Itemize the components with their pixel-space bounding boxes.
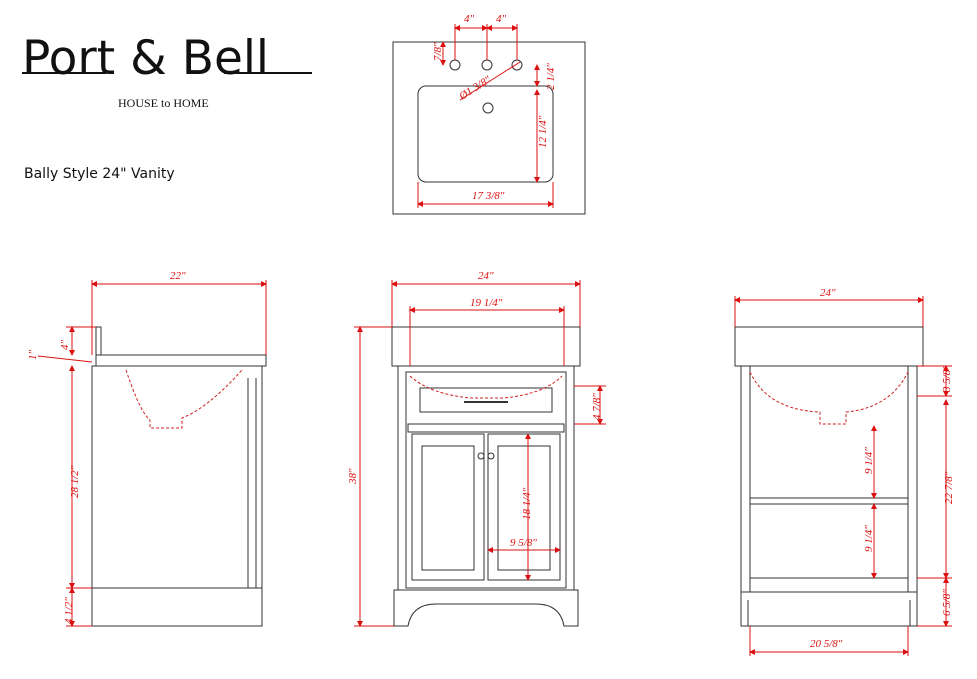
front-drawer (419, 387, 553, 413)
faucet-hole-center (481, 59, 493, 71)
side-toe-kick: 4 1/2" (63, 597, 75, 624)
back-upper-opening: 3 5/8" (941, 365, 953, 393)
back-interior-height: 22 7/8" (943, 471, 955, 504)
front-view-dims (354, 280, 606, 627)
door-knob-right (487, 452, 495, 460)
bowl-offset: 2 1/4" (545, 63, 557, 90)
side-countertop (95, 354, 267, 367)
back-base-height: 6 5/8" (941, 589, 953, 616)
side-view (91, 326, 267, 627)
front-hidden-bowl (409, 375, 563, 399)
back-base (740, 591, 918, 627)
side-top-thickness: 1" (27, 350, 39, 361)
top-view-dims (417, 24, 554, 208)
brand-name: Port & Bell (22, 31, 269, 86)
front-cabinet (397, 365, 575, 591)
door-knob-left (477, 452, 485, 460)
brand-rule-right (224, 72, 312, 74)
product-title: Bally Style 24" Vanity (24, 166, 175, 182)
faucet-hole-right (511, 59, 523, 71)
side-backsplash (95, 326, 102, 356)
back-cabinet (740, 365, 918, 593)
back-view (734, 326, 924, 627)
side-backsplash-height: 4" (59, 340, 71, 351)
front-door-width: 9 5/8" (510, 537, 537, 549)
hole-diameter: Ø1 3/8" (456, 74, 493, 103)
front-countertop (391, 326, 581, 367)
side-hidden-bowl (125, 369, 243, 429)
front-drawer-height: 4 7/8" (591, 393, 603, 420)
front-door-left (411, 433, 485, 581)
back-shelf (749, 497, 909, 505)
bowl-width: 17 3/8" (472, 190, 505, 202)
top-view-outline (392, 41, 586, 215)
top-view-bowl (417, 85, 554, 183)
side-cabinet-height: 28 1/2" (69, 465, 81, 498)
bowl-depth: 12 1/4" (537, 115, 549, 148)
brand-logo: Port & Bell (22, 30, 314, 88)
front-door-height: 18 1/4" (521, 487, 533, 520)
brand-rule-left (22, 72, 106, 74)
side-view-dims (37, 280, 267, 627)
side-base (91, 587, 263, 627)
front-door-right (487, 433, 561, 581)
faucet-hole-left (449, 59, 461, 71)
back-countertop (734, 326, 924, 367)
front-frame (405, 371, 567, 589)
top-view (392, 41, 586, 215)
front-width: 24" (478, 270, 494, 282)
side-cabinet (91, 365, 263, 589)
back-interior-width: 20 5/8" (810, 638, 843, 650)
back-shelf-lower: 9 1/4" (863, 525, 875, 552)
back-hidden-bowl (749, 371, 909, 425)
front-overall-height: 38" (347, 468, 359, 485)
back-width: 24" (820, 287, 836, 299)
front-base (393, 589, 579, 627)
hole-offset: 7/8" (432, 42, 444, 61)
back-shelf-upper: 9 1/4" (863, 447, 875, 474)
front-view (391, 326, 581, 627)
brand-tagline: HOUSE to HOME (118, 96, 209, 110)
back-view-dims (734, 296, 952, 656)
faucet-spacing-left: 4" (464, 13, 475, 25)
drain-hole (482, 102, 494, 114)
side-depth: 22" (170, 270, 186, 282)
faucet-spacing-right: 4" (496, 13, 507, 25)
front-basin-width: 19 1/4" (470, 297, 503, 309)
